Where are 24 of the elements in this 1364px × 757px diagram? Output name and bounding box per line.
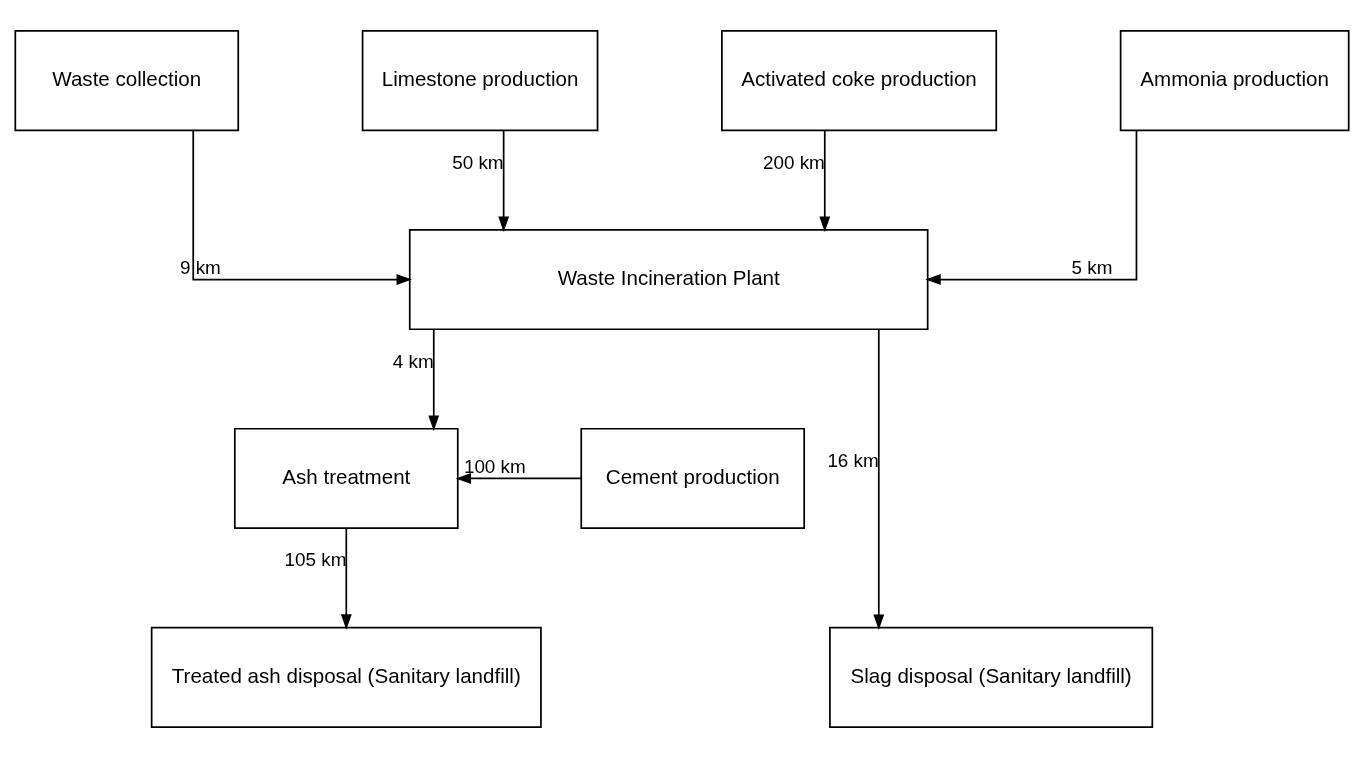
arrow (455, 472, 583, 484)
arrow (428, 328, 440, 431)
arrow (192, 129, 412, 285)
arrow (340, 527, 352, 630)
edge-label: 16 km (827, 449, 879, 471)
arrow (873, 328, 885, 630)
edge-label: 9 km (179, 256, 221, 278)
node-box: Cement production (580, 427, 806, 529)
node-box: Limestone production (361, 29, 599, 131)
edge-label: 50 km (452, 151, 504, 173)
node-box: Ash treatment (233, 427, 459, 529)
node-box: Slag disposal (Sanitary landfill) (829, 626, 1154, 728)
arrow (498, 129, 510, 232)
arrow (819, 129, 831, 232)
edge-label: 5 km (1071, 256, 1113, 278)
node-box: Waste collection (14, 29, 240, 131)
arrow (925, 129, 1138, 285)
node-box: Ammonia production (1119, 29, 1350, 131)
edge-label: 200 km (762, 151, 825, 173)
node-box: Treated ash disposal (Sanitary landfill) (150, 626, 542, 728)
node-box: Waste Incineration Plant (408, 228, 929, 330)
edge-label: 4 km (392, 350, 434, 372)
edge-label: 100 km (463, 455, 526, 477)
node-box: Activated coke production (721, 29, 998, 131)
